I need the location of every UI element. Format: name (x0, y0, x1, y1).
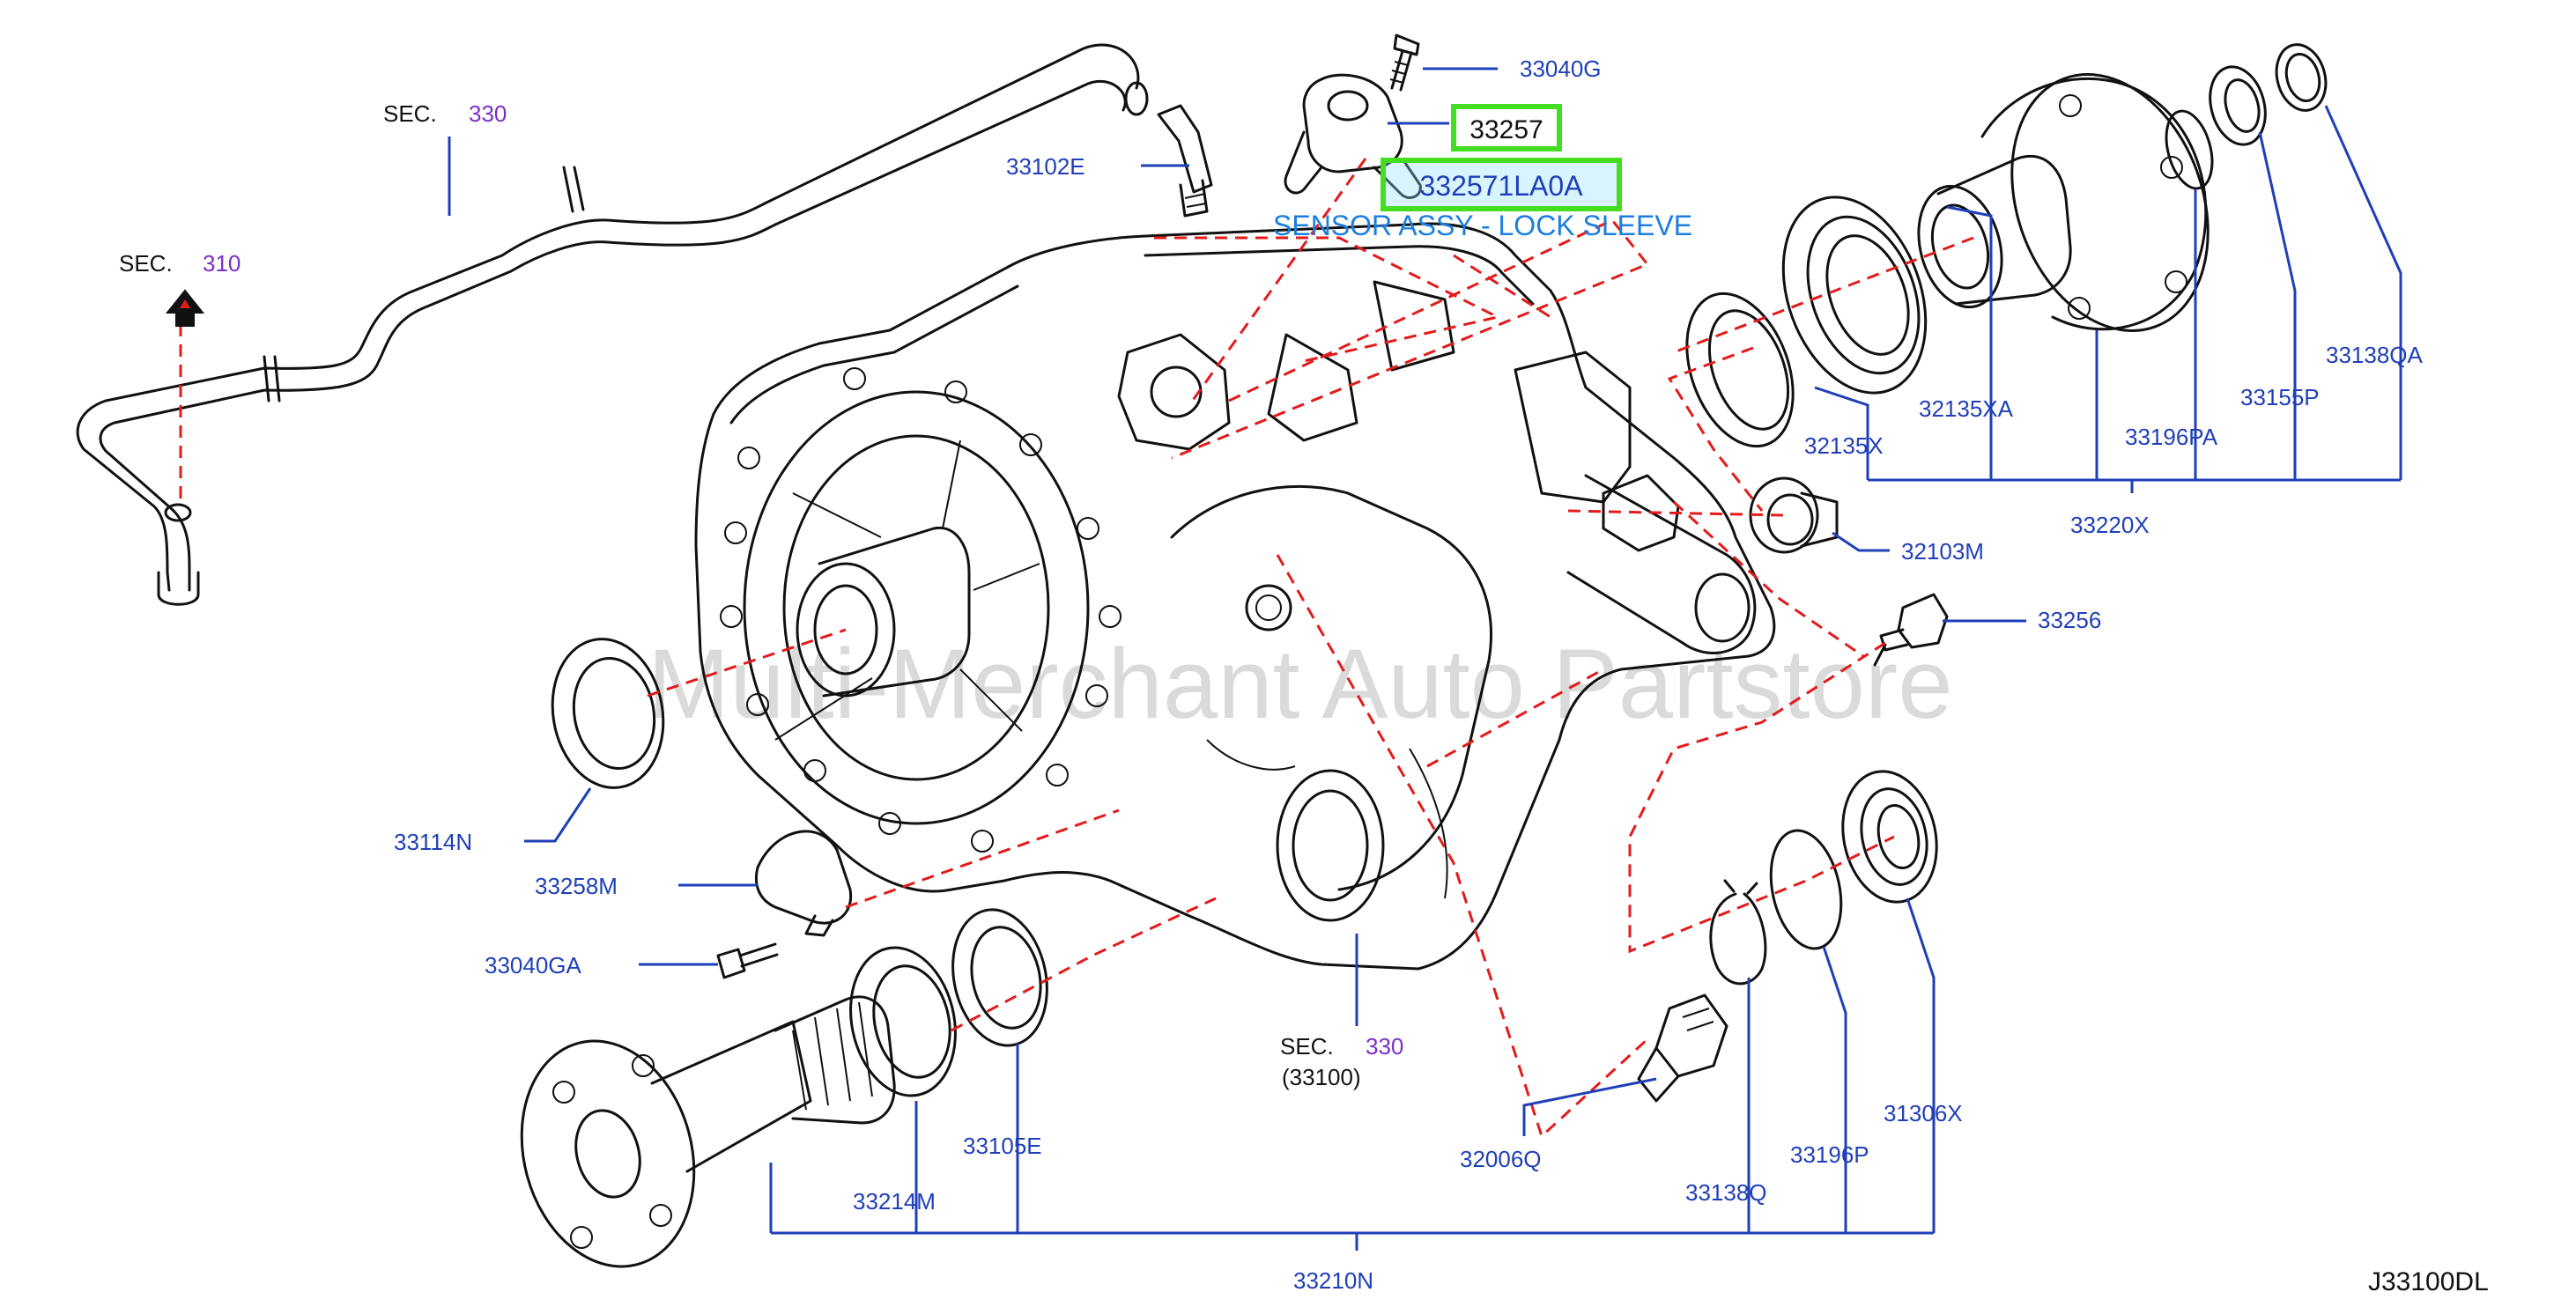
label-32103M[interactable]: 32103M (1901, 538, 1984, 565)
highlight-332571LA0A[interactable]: 332571LA0A (1381, 158, 1622, 211)
section-ref-330-top[interactable]: SEC. 330 (383, 100, 507, 127)
section-number: 330 (469, 100, 507, 127)
label-32006Q[interactable]: 32006Q (1460, 1146, 1542, 1172)
sensor-32006Q (1637, 993, 1728, 1103)
label-33138Q[interactable]: 33138Q (1685, 1179, 1767, 1206)
lock-sleeve-sensor (1284, 73, 1422, 199)
label-31306X[interactable]: 31306X (1884, 1100, 1963, 1126)
seal-33105E (951, 908, 1048, 1047)
label-32135X[interactable]: 32135X (1804, 432, 1884, 459)
bearing-31306X (1841, 770, 1938, 904)
highlight-description: SENSOR ASSY - LOCK SLEEVE (1273, 210, 1692, 241)
snap-ring-33138Q (1709, 879, 1767, 986)
section-prefix: SEC. (119, 250, 173, 277)
flange-33220X (1917, 73, 2210, 332)
breather-hose (76, 43, 1149, 606)
bearing-32135XA (1781, 196, 1928, 395)
section-number: 330 (1366, 1033, 1403, 1060)
label-33196P[interactable]: 33196P (1790, 1141, 1869, 1168)
label-33196PA[interactable]: 33196PA (2125, 424, 2218, 450)
highlight-oem-number: 332571LA0A (1419, 170, 1583, 202)
ring-33138QA (2275, 43, 2328, 112)
label-33256[interactable]: 33256 (2038, 607, 2101, 633)
label-33220X[interactable]: 33220X (2070, 512, 2150, 538)
transfer-case-housing (694, 222, 1776, 971)
highlight-33257[interactable]: 33257 (1451, 104, 1562, 151)
label-33258M[interactable]: 33258M (535, 873, 618, 899)
label-33210N[interactable]: 33210N (1293, 1267, 1373, 1294)
hose-fitting-33102E (1157, 104, 1213, 218)
label-33102E[interactable]: 33102E (1006, 153, 1085, 180)
diagram-code: J33100DL (2368, 1267, 2489, 1296)
label-33138QA[interactable]: 33138QA (2326, 342, 2424, 368)
label-33105E[interactable]: 33105E (963, 1133, 1042, 1159)
bolt-33040G (1389, 33, 1420, 92)
highlight-box-33257 (1451, 104, 1562, 151)
seal-33114N (551, 638, 665, 789)
seal-33214M (849, 946, 957, 1097)
label-32135XA[interactable]: 32135XA (1919, 395, 2014, 422)
label-33214M[interactable]: 33214M (853, 1188, 936, 1215)
highlight-part-number: 33257 (1469, 115, 1543, 144)
plug-32103M (1749, 476, 1839, 554)
cover-33258M (754, 830, 853, 937)
flange-33210N (520, 995, 896, 1268)
label-33040GA[interactable]: 33040GA (485, 952, 582, 978)
bolt-33040GA (716, 942, 779, 979)
section-prefix: SEC. (383, 100, 437, 127)
highlight-box-332571LA0A (1381, 158, 1622, 211)
o-ring-33196PA (2165, 109, 2214, 190)
section-sub: (33100) (1282, 1064, 1361, 1090)
seal-32135X (1685, 292, 1795, 448)
leader-lines (448, 67, 2402, 1251)
dashed-callout-lines (179, 158, 1974, 1139)
section-number: 310 (203, 250, 241, 277)
sec-310-arrow-icon (165, 289, 205, 327)
section-prefix: SEC. (1280, 1033, 1334, 1060)
label-33155P[interactable]: 33155P (2240, 384, 2320, 410)
part-labels: 33040G 33102E 32135X 32135XA 33196PA 331… (394, 55, 2424, 1294)
section-ref-310[interactable]: SEC. 310 (119, 250, 241, 277)
section-ref-330-bottom[interactable]: SEC. 330 (33100) (1280, 1033, 1403, 1090)
label-33040G[interactable]: 33040G (1520, 55, 1602, 82)
o-ring-33196P (1769, 829, 1843, 950)
label-33114N[interactable]: 33114N (394, 829, 472, 855)
washer-33155P (2209, 65, 2267, 146)
